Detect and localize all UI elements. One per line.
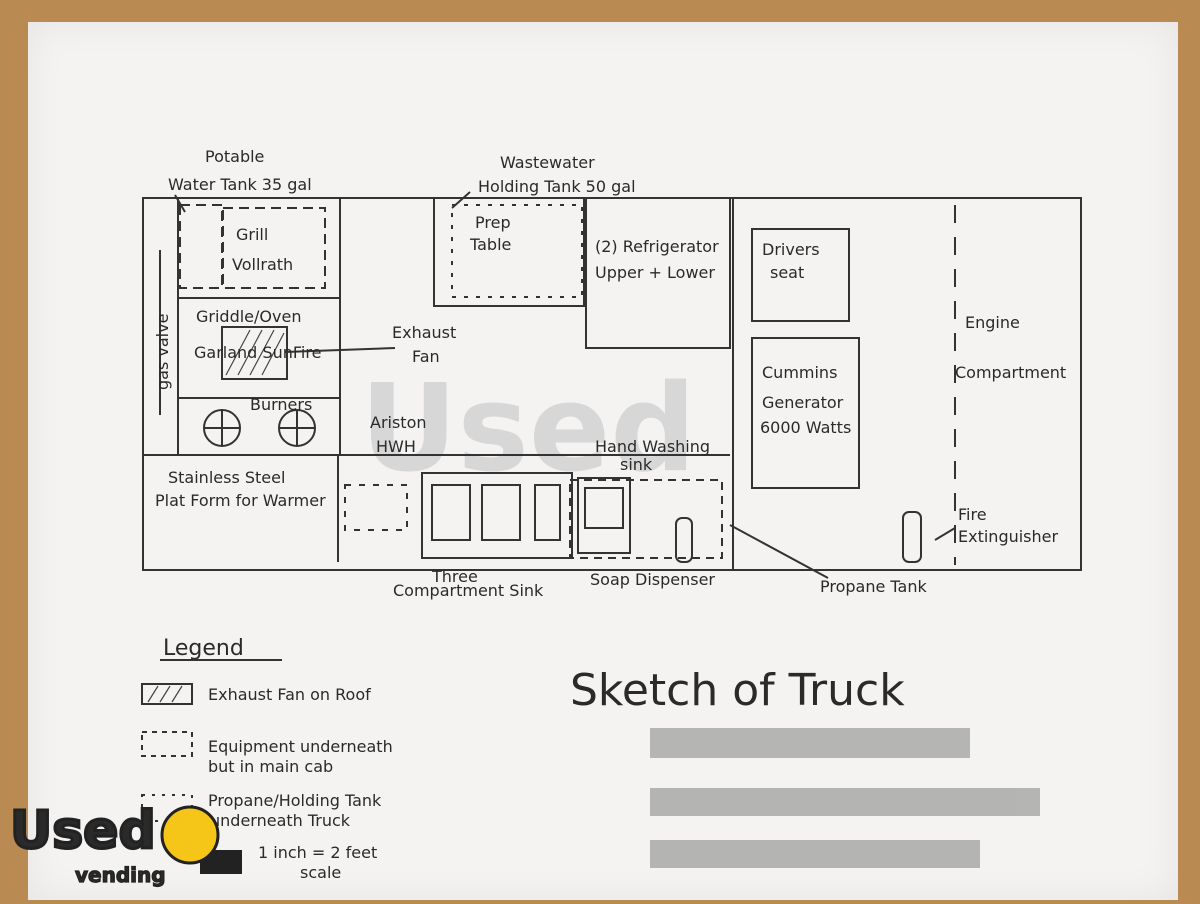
label-wastewater-1: Wastewater xyxy=(500,153,595,172)
label-potable-2: Water Tank 35 gal xyxy=(168,175,312,194)
paper-sheet xyxy=(28,22,1178,900)
label-fire-2: Extinguisher xyxy=(958,527,1059,546)
piggy-icon xyxy=(160,805,220,865)
label-propane: Propane Tank xyxy=(820,577,927,596)
label-cummins-2: Generator xyxy=(762,393,844,412)
generator-box xyxy=(751,337,860,489)
sketch-title: Sketch of Truck xyxy=(570,665,905,716)
drivers-seat-box xyxy=(751,228,850,322)
label-exhaust-2: Fan xyxy=(412,347,440,366)
legend-swatch-equipment xyxy=(141,731,193,757)
label-fridge-2: Upper + Lower xyxy=(595,263,715,282)
label-griddle-1: Griddle/Oven xyxy=(196,307,301,326)
label-handwash-2: sink xyxy=(620,455,653,474)
logo-sub: vending xyxy=(75,863,166,887)
label-stainless-1: Stainless Steel xyxy=(168,468,285,487)
label-soap: Soap Dispenser xyxy=(590,570,715,589)
label-gas-valve: gas valve xyxy=(153,314,172,390)
label-griddle-2: Garland SunFire xyxy=(194,343,321,362)
label-three-1: Three xyxy=(431,567,478,586)
label-cummins-1: Cummins xyxy=(762,363,837,382)
logo-word: Used xyxy=(10,801,156,861)
label-ariston-2: HWH xyxy=(376,437,416,456)
legend-item-3a: Propane/Holding Tank xyxy=(208,791,382,810)
label-stainless-2: Plat Form for Warmer xyxy=(155,491,326,510)
label-ariston-1: Ariston xyxy=(370,413,427,432)
label-wastewater-2: Holding Tank 50 gal xyxy=(478,177,636,196)
legend-item-2a: Equipment underneath xyxy=(208,737,393,756)
legend-swatch-exhaust xyxy=(141,683,193,705)
label-grill-1: Grill xyxy=(236,225,268,244)
label-cummins-3: 6000 Watts xyxy=(760,418,851,437)
label-grill-2: Vollrath xyxy=(232,255,293,274)
watermark: Used xyxy=(360,360,696,499)
legend-item-3b: underneath Truck xyxy=(210,811,351,830)
label-prep-1: Prep xyxy=(475,213,511,232)
label-engine-1: Engine xyxy=(965,313,1020,332)
label-engine-2: Compartment xyxy=(955,363,1066,382)
label-handwash-1: Hand Washing xyxy=(595,437,710,456)
label-potable-1: Potable xyxy=(205,147,264,166)
label-prep-2: Table xyxy=(469,235,511,254)
legend-item-1: Exhaust Fan on Roof xyxy=(208,685,371,704)
label-three-2: Compartment Sink xyxy=(393,581,544,600)
legend-title: Legend xyxy=(163,636,244,661)
used-vending-logo: Used vending xyxy=(0,790,230,900)
logo-graphic: Used vending xyxy=(9,800,220,888)
legend-scale-b: scale xyxy=(300,863,341,882)
label-drivers-1: Drivers xyxy=(762,240,820,259)
blurred-contact-info xyxy=(650,728,1040,868)
label-fridge-1: (2) Refrigerator xyxy=(595,237,719,256)
label-exhaust-1: Exhaust xyxy=(392,323,456,342)
legend-item-2b: but in main cab xyxy=(208,757,333,776)
label-burners: Burners xyxy=(250,395,312,414)
label-drivers-2: seat xyxy=(770,263,804,282)
legend-scale-a: 1 inch = 2 feet xyxy=(258,843,377,862)
label-fire-1: Fire xyxy=(958,505,987,524)
